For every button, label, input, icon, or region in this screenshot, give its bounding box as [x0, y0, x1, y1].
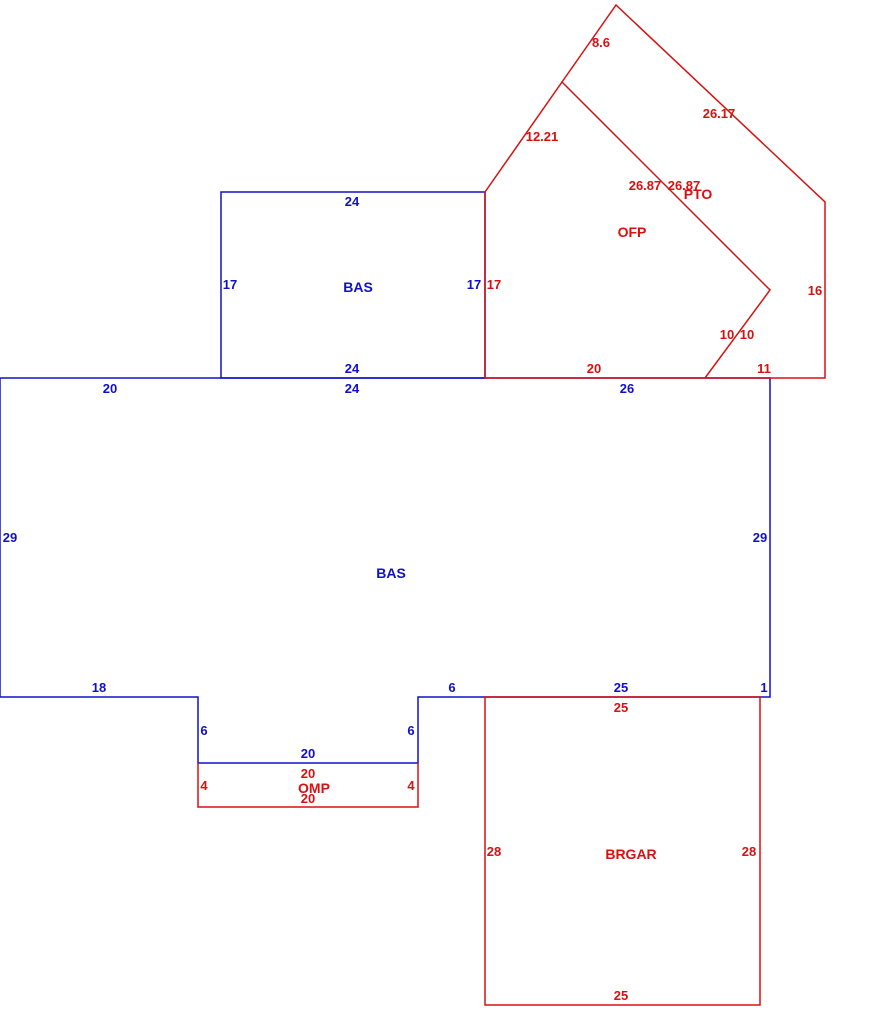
dim-pto-bottom: 11 — [757, 361, 771, 376]
dim-brgar-top: 25 — [614, 700, 628, 715]
area-label-bas-main: BAS — [376, 565, 406, 581]
dim-pto-right: 16 — [808, 283, 822, 298]
dim-ofp-long: 26.87 — [629, 178, 662, 193]
dim-brgar-bottom: 25 — [614, 988, 628, 1003]
dim-main-bottom-1: 1 — [760, 680, 767, 695]
dim-bas-upper-right: 17 — [467, 277, 481, 292]
dim-bas-upper-top: 24 — [345, 194, 360, 209]
dim-main-top-right: 26 — [620, 381, 634, 396]
dim-ofp-diagonal: 12.21 — [526, 129, 559, 144]
dim-ofp-short: 10 — [720, 327, 734, 342]
dim-main-left: 29 — [3, 530, 17, 545]
dim-bas-upper-left: 17 — [223, 277, 237, 292]
dim-pto-inner-short: 10 — [740, 327, 754, 342]
dim-omp-bottom: 20 — [301, 791, 315, 806]
dim-bas-upper-bottom: 24 — [345, 361, 360, 376]
ofp-outline — [484, 80, 771, 379]
dim-brgar-left: 28 — [487, 844, 501, 859]
area-label-bas-upper: BAS — [343, 279, 373, 295]
dim-main-notch-right: 6 — [407, 723, 414, 738]
dim-brgar-right: 28 — [742, 844, 756, 859]
dim-main-right: 29 — [753, 530, 767, 545]
dim-omp-top: 20 — [301, 766, 315, 781]
area-label-pto: PTO — [684, 186, 713, 202]
dim-main-notch-bottom: 20 — [301, 746, 315, 761]
dim-omp-right: 4 — [407, 778, 415, 793]
brgar-outline — [484, 696, 761, 1006]
area-label-brgar: BRGAR — [605, 846, 656, 862]
omp-outline — [197, 763, 419, 808]
area-label-ofp: OFP — [618, 224, 647, 240]
area-label-omp: OMP — [298, 780, 330, 796]
dim-main-top-mid: 24 — [345, 381, 360, 396]
dim-main-top-left: 20 — [103, 381, 117, 396]
dim-main-bottom-25: 25 — [614, 680, 628, 695]
dim-omp-left: 4 — [200, 778, 208, 793]
dim-main-notch-left: 6 — [200, 723, 207, 738]
dim-ofp-left: 17 — [487, 277, 501, 292]
dim-pto-long: 26.17 — [703, 106, 736, 121]
pto-outline — [561, 3, 826, 379]
dim-main-bottom-6: 6 — [448, 680, 455, 695]
dim-ofp-bottom: 20 — [587, 361, 601, 376]
dim-pto-top: 8.6 — [592, 35, 610, 50]
dim-main-bottom-left: 18 — [92, 680, 106, 695]
dim-pto-inner-long: 26.87 — [668, 178, 701, 193]
